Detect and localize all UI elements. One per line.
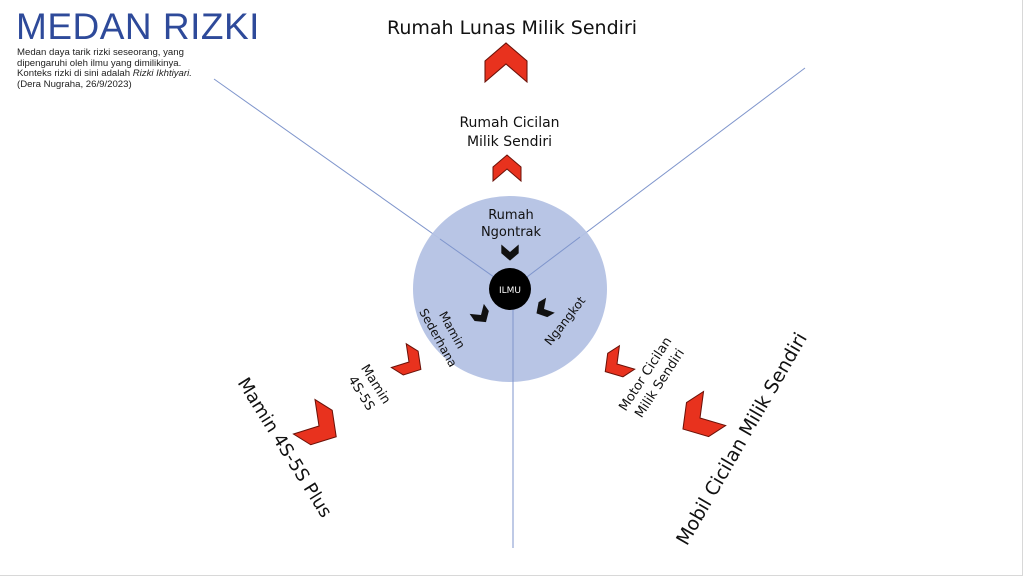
subtitle-emphasis: Rizki Ikhtiyari. <box>132 68 192 79</box>
chevron-up-icon <box>484 42 528 84</box>
subtitle-line-4: (Dera Nugraha, 26/9/2023) <box>17 78 132 90</box>
label-rumah-ngontrak-line-2: Ngontrak <box>480 225 542 240</box>
subtitle-line-3-prefix: Konteks rizki di sini adalah <box>17 68 133 79</box>
page-title: MEDAN RIZKI <box>16 6 260 47</box>
label-rumah-cicilan-line-2: Milik Sendiri <box>466 134 553 150</box>
center-circle <box>489 268 531 310</box>
chevron-diagonal-icon <box>536 297 555 318</box>
chevron-diagonal-icon <box>604 344 636 378</box>
label-rumah-cicilan: Rumah Cicilan Milik Sendiri <box>442 114 577 152</box>
chevron-down-icon <box>501 244 519 261</box>
center-label: ILMU <box>499 286 521 296</box>
chevron-diagonal-icon <box>469 303 489 323</box>
label-rumah-ngontrak-line-1: Rumah <box>488 208 534 223</box>
label-rumah-lunas-line-1: Rumah Lunas Milik Sendiri <box>387 17 638 39</box>
chevron-up-icon <box>492 154 522 183</box>
chevron-diagonal-icon <box>682 390 727 438</box>
subtitle-line-1: Medan daya tarik rizki seseorang, yang <box>17 47 184 58</box>
label-rumah-lunas: Rumah Lunas Milik Sendiri <box>387 16 637 40</box>
label-rumah-cicilan-line-1: Rumah Cicilan <box>459 115 560 131</box>
chevron-diagonal-icon <box>292 398 337 446</box>
chevron-diagonal-icon <box>390 342 422 376</box>
label-rumah-ngontrak: Rumah Ngontrak <box>466 207 556 241</box>
subtitle-line-2: dipengaruhi oleh ilmu yang dimilikinya. <box>17 57 182 69</box>
page-subtitle: Medan daya tarik rizki seseorang, yang d… <box>17 47 192 90</box>
subtitle-line-3: Konteks rizki di sini adalah Rizki Ikhti… <box>17 68 192 80</box>
